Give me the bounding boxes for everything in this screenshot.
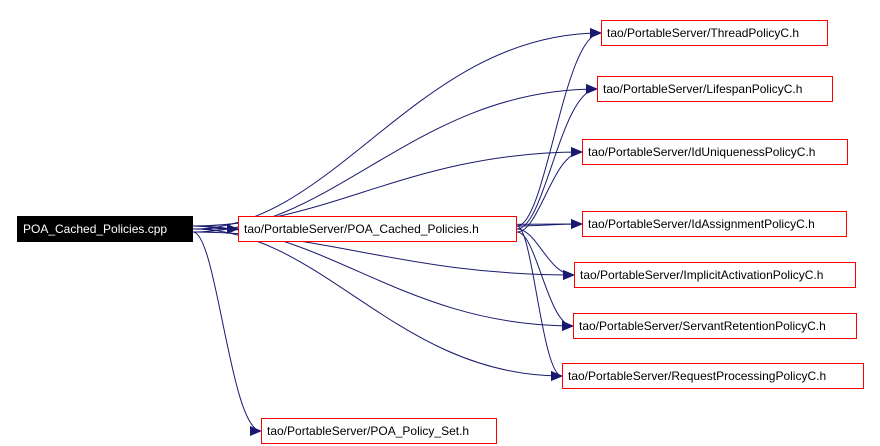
node-root: POA_Cached_Policies.cpp xyxy=(17,216,193,242)
edge-root-to-requestprocessing_policy xyxy=(192,228,563,381)
node-poa-policy-set[interactable]: tao/PortableServer/POA_Policy_Set.h xyxy=(261,418,497,444)
node-idassignment-policy[interactable]: tao/PortableServer/IdAssignmentPolicyC.h xyxy=(582,211,847,237)
node-thread-policy[interactable]: tao/PortableServer/ThreadPolicyC.h xyxy=(601,20,828,46)
node-iduniqueness-policy[interactable]: tao/PortableServer/IdUniquenessPolicyC.h xyxy=(582,139,848,165)
edge-poa_cached_policies_h-to-requestprocessing_policy xyxy=(516,225,563,381)
node-poa-cached-policies-h[interactable]: tao/PortableServer/POA_Cached_Policies.h xyxy=(238,216,517,242)
node-servantretention-policy[interactable]: tao/PortableServer/ServantRetentionPolic… xyxy=(573,313,857,339)
edge-root-to-lifespan_policy xyxy=(192,84,598,233)
edge-poa_cached_policies_h-to-iduniqueness_policy xyxy=(516,147,583,233)
edge-poa_cached_policies_h-to-thread_policy xyxy=(516,28,602,227)
edge-root-to-iduniqueness_policy xyxy=(192,147,583,227)
node-requestprocessing-policy[interactable]: tao/PortableServer/RequestProcessingPoli… xyxy=(562,363,864,389)
edge-root-to-poa_policy_set xyxy=(192,231,262,436)
node-lifespan-policy[interactable]: tao/PortableServer/LifespanPolicyC.h xyxy=(597,76,833,102)
edge-poa_cached_policies_h-to-servantretention_policy xyxy=(516,231,574,331)
edge-poa_cached_policies_h-to-lifespan_policy xyxy=(516,84,598,230)
node-implicitactivation-policy[interactable]: tao/PortableServer/ImplicitActivationPol… xyxy=(574,262,856,288)
edge-poa_cached_policies_h-to-idassignment_policy xyxy=(516,219,583,230)
edge-poa_cached_policies_h-to-implicitactivation_policy xyxy=(516,228,575,280)
